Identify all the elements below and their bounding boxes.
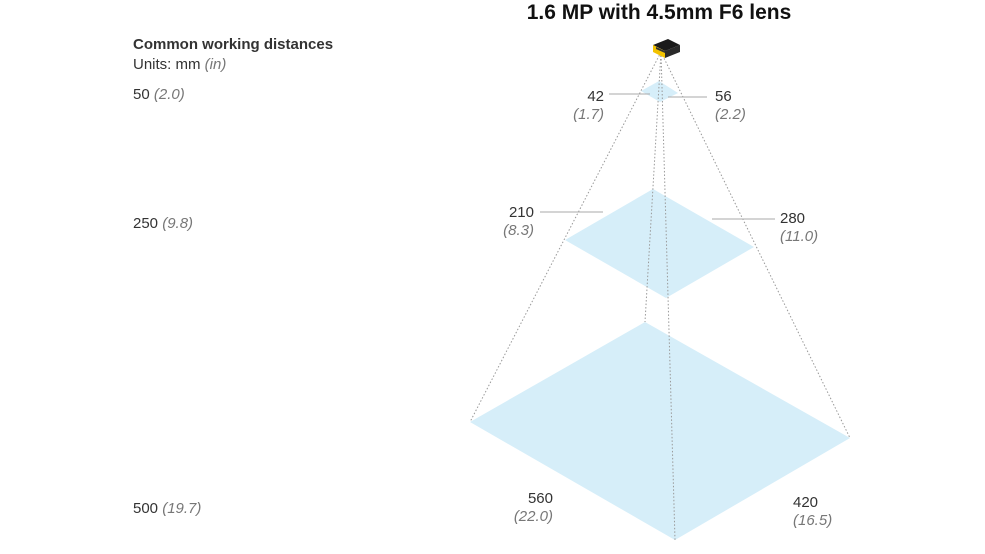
fov-plane-mid — [565, 189, 754, 298]
distance-mm: 50 — [133, 86, 150, 103]
width-mm: 42 — [587, 88, 604, 105]
fov-mid-width-label: 210 (8.3) — [476, 204, 534, 240]
distance-in: (9.8) — [162, 215, 194, 232]
width-in: (1.7) — [573, 106, 604, 123]
distance-mm: 250 — [133, 215, 159, 232]
height-mm: 420 — [793, 494, 819, 511]
distance-in: (2.0) — [153, 86, 185, 103]
frustum-edges — [469, 51, 851, 541]
distance-label-far: 500 (19.7) — [133, 500, 201, 517]
fov-near-width-label: 42 (1.7) — [548, 88, 604, 124]
legend-units: Units: mm (in) — [133, 56, 226, 73]
distance-mm: 500 — [133, 500, 159, 517]
fov-far-width-label: 560 (22.0) — [493, 490, 553, 526]
height-in: (2.2) — [715, 106, 746, 123]
height-in: (16.5) — [793, 512, 833, 529]
distance-in: (19.7) — [162, 500, 202, 517]
units-alternate: (in) — [204, 56, 227, 73]
width-mm: 210 — [508, 204, 534, 221]
width-in: (8.3) — [503, 222, 534, 239]
camera-icon — [653, 39, 680, 58]
distance-label-mid: 250 (9.8) — [133, 215, 193, 232]
width-mm: 560 — [527, 490, 553, 507]
units-primary: Units: mm — [133, 56, 205, 73]
legend-heading: Common working distances — [133, 36, 334, 53]
fov-far-height-label: 420 (16.5) — [793, 494, 832, 530]
height-mm: 280 — [780, 210, 806, 227]
fov-plane-far — [470, 322, 850, 540]
width-in: (22.0) — [513, 508, 553, 525]
fov-near-height-label: 56 (2.2) — [715, 88, 746, 124]
height-mm: 56 — [715, 88, 732, 105]
diagram-title: 1.6 MP with 4.5mm F6 lens — [526, 1, 792, 24]
distance-label-near: 50 (2.0) — [133, 86, 185, 103]
leader-lines — [540, 93, 775, 220]
fov-mid-height-label: 280 (11.0) — [780, 210, 818, 246]
height-in: (11.0) — [780, 228, 819, 245]
